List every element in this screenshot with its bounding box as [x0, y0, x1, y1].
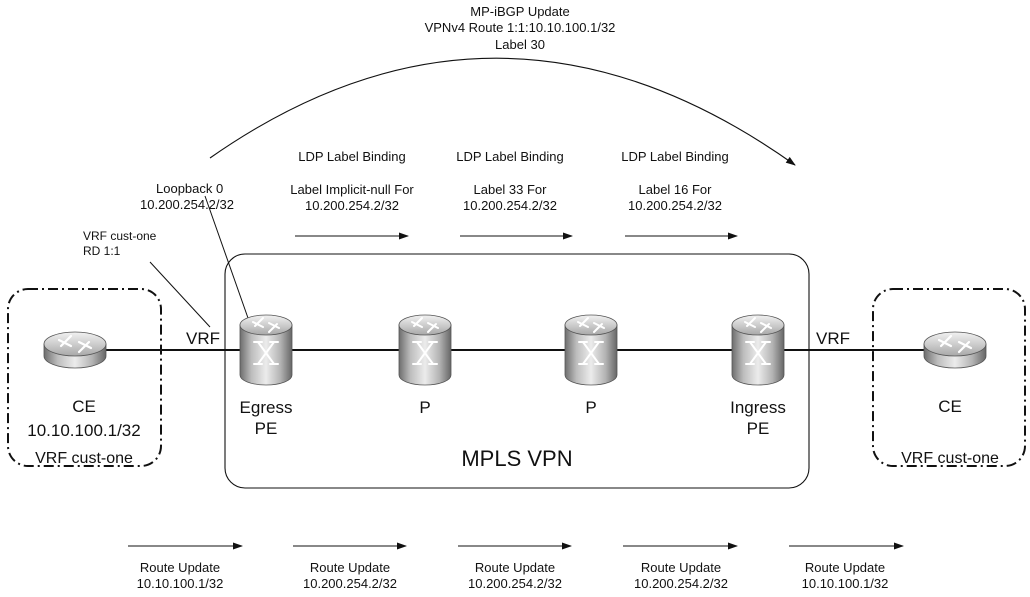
mpibgp-line3: Label 30 — [495, 36, 545, 52]
route-update-3-line1: Route Update — [474, 560, 556, 575]
ce-right-name: CE — [938, 397, 962, 416]
route-update-4-line1: Route Update — [640, 560, 722, 575]
vrf-box-right — [872, 288, 1026, 467]
ce-right-vrf: VRF cust-one — [901, 450, 999, 467]
ce-left-vrf: VRF cust-one — [35, 450, 133, 467]
route-update-4: Route Update 10.200.254.2/32 — [606, 560, 756, 593]
loopback-label: Loopback 0 10.200.254.2/32 — [140, 181, 280, 214]
route-update-1: Route Update 10.10.100.1/32 — [105, 560, 255, 593]
ldp-title-3: LDP Label Binding — [621, 149, 729, 164]
ingress-pe-line2: PE — [746, 419, 770, 439]
router-icon — [564, 314, 618, 386]
route-update-2-line2: 10.200.254.2/32 — [303, 576, 397, 592]
mpibgp-arc — [209, 57, 796, 166]
ldp-binding-2: Label 33 For 10.200.254.2/32 — [420, 182, 600, 215]
mpls-vpn-label: MPLS VPN — [461, 446, 573, 471]
route-update-5-line2: 10.10.100.1/32 — [801, 576, 889, 592]
router-icon — [398, 314, 452, 386]
route-update-2-line1: Route Update — [309, 560, 391, 575]
ingress-pe-label: Ingress PE — [718, 397, 798, 440]
route-update-1-line2: 10.10.100.1/32 — [136, 576, 224, 592]
egress-pe-line2: PE — [254, 419, 278, 439]
ldp-binding-1-line2: 10.200.254.2/32 — [305, 198, 399, 214]
ldp-binding-3-line2: 10.200.254.2/32 — [628, 198, 722, 214]
loopback-line1: Loopback 0 — [156, 181, 224, 196]
route-update-4-line2: 10.200.254.2/32 — [634, 576, 728, 592]
vrf-box-left — [7, 288, 162, 467]
loopback-line2: 10.200.254.2/32 — [140, 197, 234, 213]
route-update-1-line1: Route Update — [139, 560, 221, 575]
ldp-binding-2-line1: Label 33 For — [473, 182, 547, 197]
router-icon — [239, 314, 293, 386]
ldp-binding-3: Label 16 For 10.200.254.2/32 — [585, 182, 765, 215]
ingress-pe-line1: Ingress — [730, 398, 786, 417]
mpibgp-line2: VPNv4 Route 1:1:10.10.100.1/32 — [424, 20, 616, 36]
vrf-rd-label: VRF cust-one RD 1:1 — [83, 229, 203, 259]
vrf-link-label-right: VRF — [816, 329, 850, 348]
egress-pe-label: Egress PE — [226, 397, 306, 440]
egress-pe-line1: Egress — [239, 398, 293, 417]
ldp-binding-2-line2: 10.200.254.2/32 — [463, 198, 557, 214]
mpibgp-line1: MP-iBGP Update — [470, 4, 570, 19]
p1-label: P — [419, 398, 431, 417]
route-update-2: Route Update 10.200.254.2/32 — [275, 560, 425, 593]
router-icon — [923, 331, 987, 369]
loopback-callout-line — [204, 195, 249, 319]
vrf-rd-line1: VRF cust-one — [83, 229, 157, 243]
mpls-vpn-box — [224, 253, 810, 489]
vrf-rd-callout-line — [149, 261, 211, 328]
ldp-binding-3-line1: Label 16 For — [638, 182, 712, 197]
vrf-rd-line2: RD 1:1 — [83, 244, 121, 258]
ldp-title-2: LDP Label Binding — [456, 149, 564, 164]
mpibgp-label: MP-iBGP Update VPNv4 Route 1:1:10.10.100… — [380, 4, 660, 53]
ldp-binding-1: Label Implicit-null For 10.200.254.2/32 — [262, 182, 442, 215]
p2-label: P — [585, 398, 597, 417]
route-update-3-line2: 10.200.254.2/32 — [468, 576, 562, 592]
route-update-3: Route Update 10.200.254.2/32 — [440, 560, 590, 593]
ce-left-ip: 10.10.100.1/32 — [27, 421, 141, 440]
vrf-link-label-left: VRF — [186, 329, 220, 348]
route-update-5: Route Update 10.10.100.1/32 — [770, 560, 920, 593]
ldp-title-1: LDP Label Binding — [298, 149, 406, 164]
ce-left-name: CE — [72, 397, 96, 416]
route-update-5-line1: Route Update — [804, 560, 886, 575]
router-icon — [43, 331, 107, 369]
router-icon — [731, 314, 785, 386]
ldp-binding-1-line1: Label Implicit-null For — [290, 182, 414, 197]
